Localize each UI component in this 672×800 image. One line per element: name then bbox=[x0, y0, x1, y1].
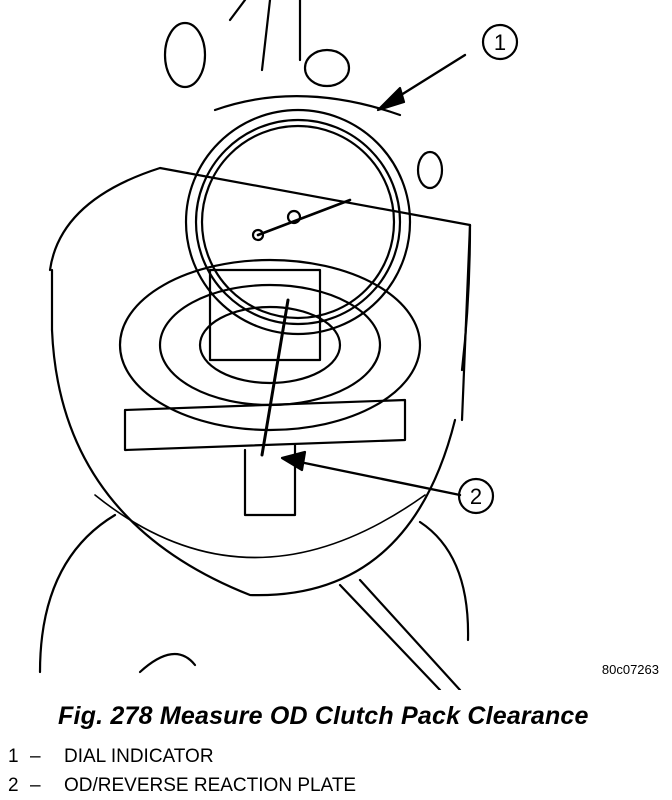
dial-face bbox=[184, 108, 412, 336]
indicator-body bbox=[208, 268, 322, 362]
indicator-plunger bbox=[260, 298, 290, 457]
support-stand bbox=[38, 513, 470, 674]
stand-rod bbox=[338, 578, 462, 690]
legend-label: OD/REVERSE REACTION PLATE bbox=[64, 775, 357, 796]
clutch-drum-bottom bbox=[50, 328, 457, 597]
callout-number-2: 2 bbox=[470, 484, 482, 509]
inner-hub-ring bbox=[118, 258, 422, 432]
callout-number-1: 1 bbox=[494, 30, 506, 55]
drum-body-right bbox=[460, 223, 472, 422]
legend-item: 1 – DIAL INDICATOR bbox=[8, 742, 356, 771]
figure-reference-code: 80c07263 bbox=[601, 662, 659, 677]
callout-circle-1 bbox=[481, 23, 519, 61]
legend-dash: – bbox=[30, 746, 41, 767]
legend-item: 2 – OD/REVERSE REACTION PLATE bbox=[8, 771, 356, 800]
reaction-plate bbox=[123, 398, 407, 452]
callout-circle-2 bbox=[457, 477, 495, 515]
legend-number: 1 bbox=[8, 746, 19, 767]
leader-line-2 bbox=[288, 458, 462, 497]
figure-caption: Fig. 278 Measure OD Clutch Pack Clearanc… bbox=[58, 702, 589, 730]
figure-legend: 1 – DIAL INDICATOR 2 – OD/REVERSE REACTI… bbox=[8, 742, 356, 800]
legend-label: DIAL INDICATOR bbox=[64, 746, 214, 767]
line-illustration: 1 2 bbox=[38, 0, 519, 690]
legend-dash: – bbox=[30, 775, 41, 796]
legend-number: 2 bbox=[8, 775, 19, 796]
